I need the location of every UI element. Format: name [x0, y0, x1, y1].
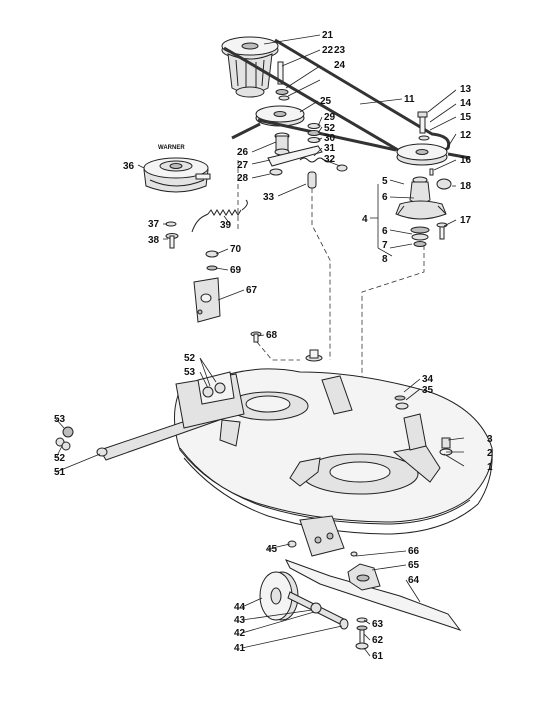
callout-12: 12 [460, 130, 472, 141]
gauge-wheel-44 [259, 571, 349, 630]
callout-53-left: 53 [54, 414, 66, 425]
callout-32: 32 [324, 154, 336, 165]
spindle-pulley-12 [396, 143, 448, 166]
callout-22: 22 [322, 45, 334, 56]
callout-2: 2 [487, 448, 493, 459]
callout-62: 62 [372, 635, 384, 646]
spacer-stack-22-24 [275, 61, 290, 101]
callout-61: 61 [372, 651, 384, 662]
pin-16 [429, 168, 434, 176]
drive-pulley-25 [255, 105, 305, 127]
callout-8: 8 [382, 254, 388, 265]
spindle-housing-4 [395, 176, 447, 247]
callout-68: 68 [266, 330, 278, 341]
callout-39: 39 [220, 220, 232, 231]
callout-15: 15 [460, 112, 472, 123]
callout-42: 42 [234, 628, 246, 639]
callout-51: 51 [54, 467, 66, 478]
callout-52-mid: 52 [184, 353, 196, 364]
callout-11: 11 [404, 94, 415, 105]
callout-52-top: 52 [324, 123, 336, 134]
engine-pulley-assembly [221, 36, 279, 98]
callout-45: 45 [266, 544, 278, 555]
alignment-lines [237, 160, 425, 460]
leader-lines [55, 34, 465, 657]
tensioner-assembly [267, 123, 348, 189]
callout-13: 13 [460, 84, 472, 95]
callout-labels: 1 2 3 4 5 6 6 7 8 11 12 13 14 15 16 17 1… [54, 30, 493, 662]
callout-3: 3 [487, 434, 493, 445]
wheel-bracket-45 [287, 515, 345, 557]
bracket-67 [193, 250, 262, 343]
callout-4: 4 [362, 214, 368, 225]
callout-25: 25 [320, 96, 332, 107]
bolt-17 [436, 222, 448, 240]
callout-65: 65 [408, 560, 420, 571]
callout-26: 26 [237, 147, 249, 158]
callout-14: 14 [460, 98, 472, 109]
callout-33: 33 [263, 192, 275, 203]
callout-66: 66 [408, 546, 420, 557]
callout-6-upper: 6 [382, 192, 388, 203]
callout-52-left: 52 [54, 453, 66, 464]
callout-16: 16 [460, 155, 472, 166]
callout-53-mid: 53 [184, 367, 196, 378]
callout-28: 28 [237, 173, 249, 184]
washer-37 [165, 221, 177, 227]
callout-41: 41 [234, 643, 246, 654]
callout-18: 18 [460, 181, 472, 192]
callout-38: 38 [148, 235, 160, 246]
lift-arm-51 [55, 371, 245, 461]
callout-37: 37 [148, 219, 160, 230]
callout-36: 36 [123, 161, 135, 172]
spring-39 [191, 199, 248, 233]
callout-43: 43 [234, 615, 246, 626]
callout-5: 5 [382, 176, 388, 187]
callout-30: 30 [324, 133, 336, 144]
callout-67: 67 [246, 285, 258, 296]
callout-29: 29 [324, 112, 336, 123]
callout-24: 24 [334, 60, 346, 71]
callout-23: 23 [334, 45, 346, 56]
callout-70: 70 [230, 244, 242, 255]
callout-6-lower: 6 [382, 226, 388, 237]
callout-69: 69 [230, 265, 242, 276]
callout-1: 1 [487, 462, 493, 473]
clutch-brand-label: WARNER [158, 145, 185, 151]
callout-31: 31 [324, 143, 336, 154]
bolt-13 [417, 111, 430, 141]
mower-deck [174, 349, 493, 535]
callout-63: 63 [372, 619, 384, 630]
callout-34: 34 [422, 374, 434, 385]
callout-17: 17 [460, 215, 472, 226]
callout-64: 64 [408, 575, 420, 586]
electric-clutch-36: WARNER [143, 145, 211, 193]
nut-18 [436, 178, 452, 190]
callout-44: 44 [234, 602, 246, 613]
callout-21: 21 [322, 30, 334, 41]
callout-7: 7 [382, 240, 388, 251]
callout-35: 35 [422, 385, 434, 396]
bolt-38 [165, 233, 179, 249]
mower-blade-64 [284, 551, 462, 650]
callout-27: 27 [237, 160, 249, 171]
